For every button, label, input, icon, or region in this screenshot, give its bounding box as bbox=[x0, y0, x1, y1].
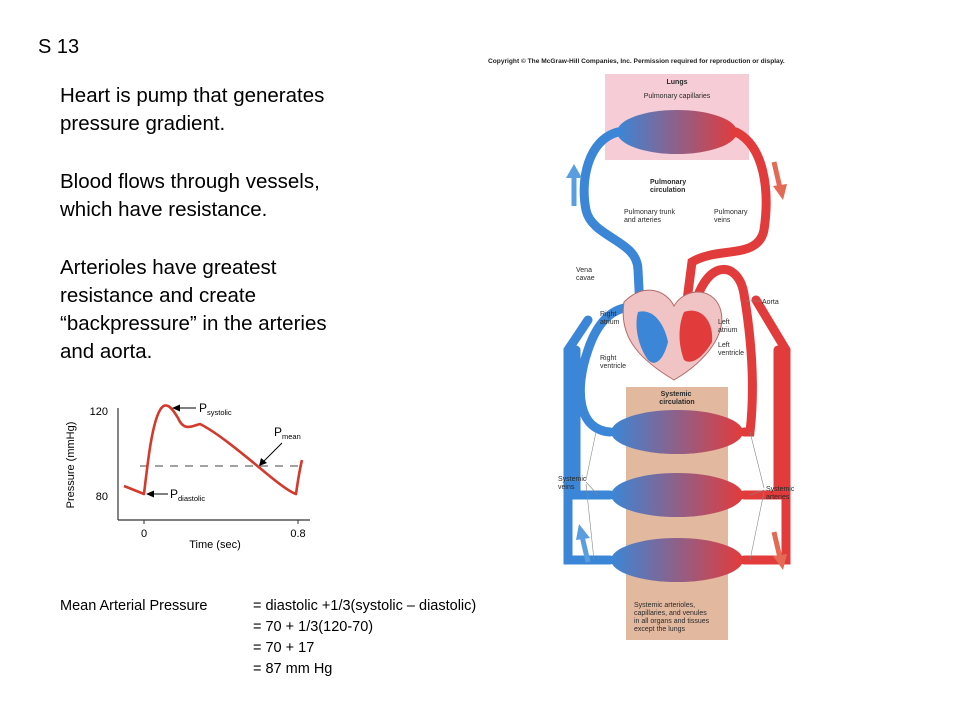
xtick-0: 0 bbox=[141, 528, 147, 540]
formula-line: = 87 mm Hg bbox=[253, 661, 333, 677]
left-atrium-line: atrium bbox=[718, 327, 738, 334]
right-ventricle-line: Right bbox=[600, 355, 616, 362]
systemic-veins-label: Systemic veins bbox=[558, 476, 588, 491]
formula-line: = 70 + 1/3(120-70) bbox=[253, 619, 374, 635]
paragraph-line: and aorta. bbox=[60, 340, 153, 363]
systemic-arteries-leaders bbox=[749, 431, 765, 561]
diastolic-arrow bbox=[146, 490, 168, 498]
right-atrium-label: Right atrium bbox=[600, 311, 620, 326]
right-ventricle-label: Right ventricle bbox=[600, 355, 626, 370]
right-atrium-line: atrium bbox=[600, 319, 620, 326]
systemic-note: Systemic arterioles, capillaries, and ve… bbox=[634, 602, 711, 633]
paragraph-line: resistance and create bbox=[60, 284, 257, 307]
systemic-veins-line: Systemic bbox=[558, 476, 587, 483]
flow-arrow-down-right bbox=[771, 161, 787, 200]
right-ventricle-shape bbox=[636, 311, 668, 363]
left-ventricle-shape bbox=[679, 310, 713, 362]
systemic-capillary-bed bbox=[611, 538, 743, 582]
p-systolic-main: P bbox=[199, 401, 207, 415]
pulmonary-veins-line: Pulmonary bbox=[714, 209, 748, 216]
pressure-curve bbox=[123, 404, 304, 496]
oxygenated-vessels bbox=[681, 127, 791, 565]
paragraph-arterioles: Arterioles have greatest resistance and … bbox=[60, 254, 390, 366]
pulmonary-capillaries-label: Pulmonary capillaries bbox=[644, 93, 711, 100]
pulmonary-trunk-label: Pulmonary trunk and arteries bbox=[624, 209, 677, 224]
pulmonary-circulation-line: circulation bbox=[650, 187, 685, 194]
pulmonary-veins-line: veins bbox=[714, 217, 731, 224]
aorta-label: Aorta bbox=[762, 299, 779, 306]
label-p-mean: Pmean bbox=[274, 425, 301, 441]
vena-cavae-line: cavae bbox=[576, 275, 595, 282]
formula-lhs: Mean Arterial Pressure bbox=[60, 598, 208, 614]
systemic-arteries-line: arteries bbox=[766, 494, 790, 501]
paragraph-pump: Heart is pump that generates pressure gr… bbox=[60, 82, 390, 138]
right-ventricle-line: ventricle bbox=[600, 363, 626, 370]
flow-arrow-up-left bbox=[566, 164, 582, 206]
pressure-graph: Pressure (mmHg) 120 80 0 0.8 Time (sec) … bbox=[65, 401, 310, 551]
vena-cavae-label: Vena cavae bbox=[576, 267, 595, 282]
vena-cavae-line: Vena bbox=[576, 267, 592, 274]
pulmonary-veins-label: Pulmonary veins bbox=[714, 209, 749, 224]
xtick-0.8: 0.8 bbox=[290, 528, 305, 540]
left-ventricle-label: Left ventricle bbox=[718, 342, 744, 357]
systemic-veins-line: veins bbox=[558, 484, 575, 491]
left-atrium-line: Left bbox=[718, 319, 730, 326]
pulmonary-trunk-line: Pulmonary trunk bbox=[624, 209, 675, 216]
paragraph-line: Heart is pump that generates bbox=[60, 84, 325, 107]
paragraph-line: which have resistance. bbox=[60, 198, 268, 221]
systemic-note-line: capillaries, and venules bbox=[634, 610, 707, 617]
p-mean-main: P bbox=[274, 425, 282, 439]
systemic-circulation-line: Systemic bbox=[661, 391, 692, 398]
ytick-80: 80 bbox=[96, 491, 108, 503]
paragraph-line: Blood flows through vessels, bbox=[60, 170, 320, 193]
paragraph-line: pressure gradient. bbox=[60, 112, 226, 135]
formula-line: = diastolic +1/3(systolic – diastolic) bbox=[253, 598, 477, 614]
systemic-note-line: except the lungs bbox=[634, 626, 685, 633]
systemic-note-line: in all organs and tissues bbox=[634, 618, 710, 625]
label-p-diastolic: Pdiastolic bbox=[170, 487, 205, 503]
systemic-note-line: Systemic arterioles, bbox=[634, 602, 695, 609]
lungs-label: Lungs bbox=[667, 79, 688, 86]
left-ventricle-line: ventricle bbox=[718, 350, 744, 357]
formula-line: = 70 + 17 bbox=[253, 640, 315, 656]
pulmonary-trunk-line: and arteries bbox=[624, 217, 661, 224]
graph-xlabel: Time (sec) bbox=[189, 539, 241, 551]
p-diastolic-main: P bbox=[170, 487, 178, 501]
graph-ylabel: Pressure (mmHg) bbox=[65, 422, 77, 509]
systemic-arteries-line: Systemic bbox=[766, 486, 795, 493]
paragraph-line: Arterioles have greatest bbox=[60, 256, 277, 279]
flow-arrow-down-right-lower bbox=[771, 531, 787, 570]
ytick-120: 120 bbox=[90, 406, 108, 418]
slide-label: S 13 bbox=[38, 36, 80, 58]
label-p-systolic: Psystolic bbox=[199, 401, 232, 417]
paragraph-line: “backpressure” in the arteries bbox=[60, 312, 327, 335]
paragraph-vessels: Blood flows through vessels, which have … bbox=[60, 168, 390, 224]
p-systolic-sub: systolic bbox=[207, 408, 232, 417]
mean-arrow bbox=[259, 442, 283, 466]
pulmonary-circulation-label: Pulmonary circulation bbox=[650, 179, 688, 194]
p-mean-sub: mean bbox=[282, 432, 301, 441]
systemic-circulation-line: circulation bbox=[659, 399, 694, 406]
systemic-arteries-label: Systemic arteries bbox=[766, 486, 796, 501]
systemic-capillary-bed bbox=[611, 473, 743, 517]
right-atrium-line: Right bbox=[600, 311, 616, 318]
left-atrium-label: Left atrium bbox=[718, 319, 738, 334]
systemic-capillary-bed bbox=[611, 410, 743, 454]
left-ventricle-line: Left bbox=[718, 342, 730, 349]
pulmonary-capillary-bed bbox=[617, 110, 737, 154]
circulation-diagram: Copyright © The McGraw-Hill Companies, I… bbox=[488, 57, 796, 640]
copyright-notice: Copyright © The McGraw-Hill Companies, I… bbox=[488, 57, 785, 65]
flow-arrow-up-left-lower bbox=[576, 524, 591, 563]
p-diastolic-sub: diastolic bbox=[178, 494, 205, 503]
systolic-arrow bbox=[172, 404, 196, 412]
systemic-circulation-label: Systemic circulation bbox=[659, 391, 694, 406]
pulmonary-circulation-line: Pulmonary bbox=[650, 179, 686, 186]
systemic-veins-leaders bbox=[585, 431, 599, 561]
